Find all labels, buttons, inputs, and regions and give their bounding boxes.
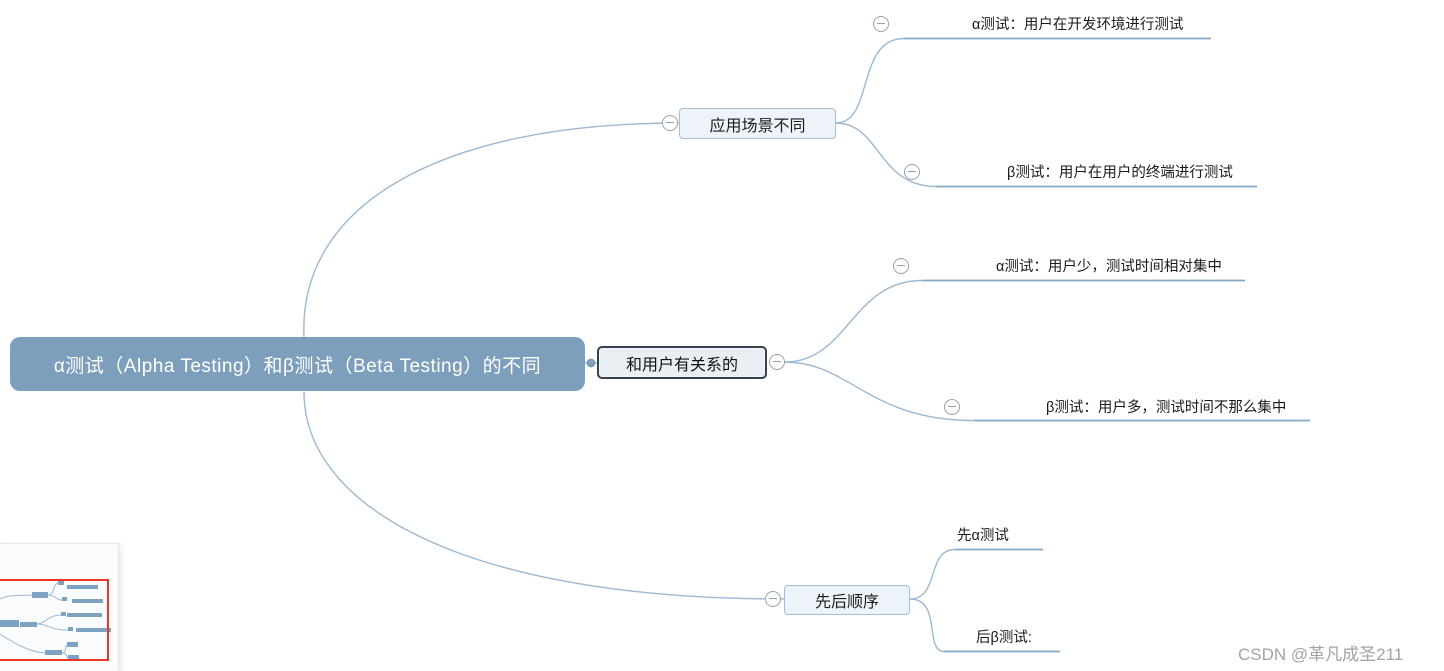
branch-topic-label: 应用场景不同 <box>709 117 806 135</box>
branch-topic-user-related[interactable]: 和用户有关系的 <box>597 346 767 379</box>
root-topic-label: α测试（Alpha Testing）和β测试（Beta Testing）的不同 <box>53 355 542 377</box>
collapse-minus-icon[interactable] <box>893 258 909 274</box>
branch-topic-application-scenario[interactable]: 应用场景不同 <box>679 108 836 139</box>
minimap-content <box>0 581 111 659</box>
branch-topic-order[interactable]: 先后顺序 <box>784 585 910 615</box>
collapse-minus-icon[interactable] <box>662 115 678 131</box>
collapse-minus-icon[interactable] <box>904 164 920 180</box>
collapse-minus-icon[interactable] <box>765 591 781 607</box>
collapse-minus-icon[interactable] <box>769 354 785 370</box>
connector-dot <box>586 358 596 368</box>
collapse-minus-icon[interactable] <box>873 16 889 32</box>
leaf-topic-beta-after[interactable]: 后β测试: <box>976 630 1032 646</box>
leaf-topic-alpha-users[interactable]: α测试：用户少，测试时间相对集中 <box>996 259 1222 275</box>
minimap-viewport[interactable] <box>0 579 109 661</box>
root-topic[interactable]: α测试（Alpha Testing）和β测试（Beta Testing）的不同 <box>10 337 585 391</box>
leaf-topic-beta-users[interactable]: β测试：用户多，测试时间不那么集中 <box>1046 400 1287 416</box>
leaf-topic-alpha-first[interactable]: 先α测试 <box>957 528 1009 544</box>
minimap <box>0 543 119 671</box>
watermark: CSDN @革凡成圣211 <box>1238 645 1404 664</box>
branch-topic-label: 和用户有关系的 <box>625 356 738 374</box>
leaf-topic-alpha-env[interactable]: α测试：用户在开发环境进行测试 <box>972 17 1184 33</box>
leaf-topic-beta-terminal[interactable]: β测试：用户在用户的终端进行测试 <box>1007 165 1233 181</box>
collapse-minus-icon[interactable] <box>944 399 960 415</box>
branch-topic-label: 先后顺序 <box>814 594 879 611</box>
